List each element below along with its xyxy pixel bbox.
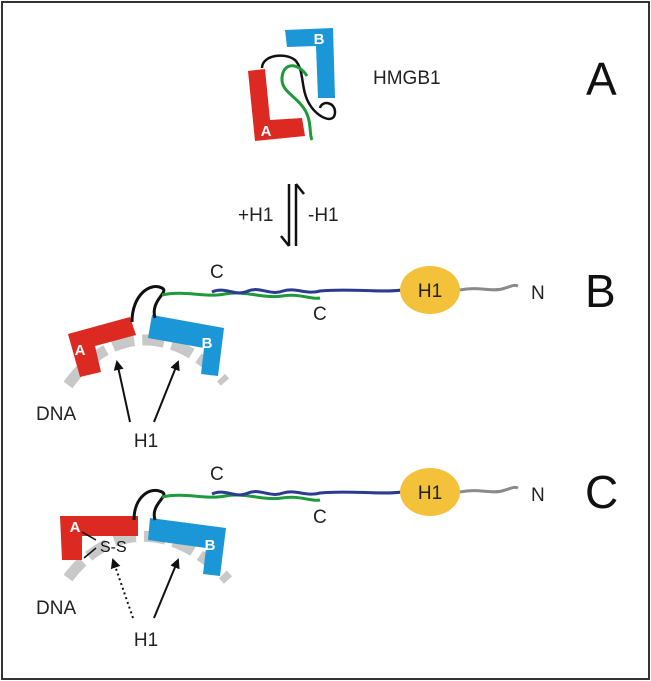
panel-a-acidic-tail: [280, 64, 314, 141]
panel-b-dna-label: DNA: [36, 404, 76, 425]
panel-b-arrow-box-b: [153, 360, 180, 423]
panel-c-disulfide-label: S-S: [100, 539, 127, 556]
panel-c-h1-label: H1: [418, 483, 442, 504]
panel-c-h1-tail: [211, 490, 403, 497]
panel-b-box-b: [148, 315, 224, 376]
equilibrium-forward-label: +H1: [238, 205, 273, 226]
panel-b-box-a: [68, 317, 136, 377]
panel-a-label: A: [586, 53, 617, 105]
panel-c-arrow-box-b: [153, 558, 180, 619]
panel-c-h1-globule: [400, 468, 460, 516]
panel-c-box-b-label: B: [205, 537, 216, 554]
panel-b-linker: [130, 285, 166, 323]
panel-c-n-label: N: [531, 485, 545, 506]
panel-c-n-tail: [459, 485, 519, 494]
panel-c-dna-label: DNA: [36, 598, 76, 619]
panel-a-protein-name: HMGB1: [373, 68, 441, 89]
panel-c-arrow-box-a-dotted: [110, 558, 134, 619]
panel-b-h1-tail: [211, 288, 403, 295]
panel-c-binding-label: H1: [134, 630, 158, 651]
panel-c: A B S-S H1 N C C C DNA H1: [36, 464, 618, 651]
panel-c-h1-c-label: C: [313, 507, 327, 528]
panel-c-linker: [132, 489, 166, 521]
panel-b-n-label: N: [531, 283, 545, 304]
equilibrium-reverse-label: -H1: [308, 205, 339, 226]
panel-b-box-a-label: A: [75, 342, 86, 359]
panel-c-box-a-label: A: [70, 519, 81, 536]
panel-b-h1-c-label: C: [313, 304, 327, 325]
panel-b-n-tail: [459, 283, 519, 292]
panel-b-binding-label: H1: [134, 431, 158, 452]
panel-b-acidic-tail: [161, 291, 321, 300]
panel-c-box-a: [60, 516, 138, 560]
panel-b-h1-label: H1: [418, 281, 442, 302]
panel-a-box-b: [285, 28, 335, 98]
panel-c-box-b: [148, 518, 226, 576]
panel-b-label: B: [585, 265, 616, 317]
panel-c-hmgb1-c-label: C: [210, 464, 224, 485]
panel-c-disulfide-lines: [81, 531, 97, 559]
panel-a: B A HMGB1 A: [248, 28, 617, 141]
panel-a-box-b-label: B: [314, 31, 325, 48]
panel-b: A B H1 N C C B DNA H1: [36, 262, 616, 452]
panel-b-h1-globule: [400, 266, 460, 314]
panel-b-hmgb1-c-label: C: [210, 262, 224, 283]
panel-a-box-a: [248, 69, 305, 141]
panel-b-box-b-label: B: [202, 335, 213, 352]
panel-a-linker: [260, 54, 337, 121]
panel-b-arrow-box-a: [113, 360, 131, 423]
panel-c-label: C: [585, 466, 618, 518]
equilibrium-arrows: +H1 -H1: [238, 183, 339, 247]
panel-c-acidic-tail: [161, 493, 321, 502]
panel-a-box-a-label: A: [261, 123, 272, 140]
